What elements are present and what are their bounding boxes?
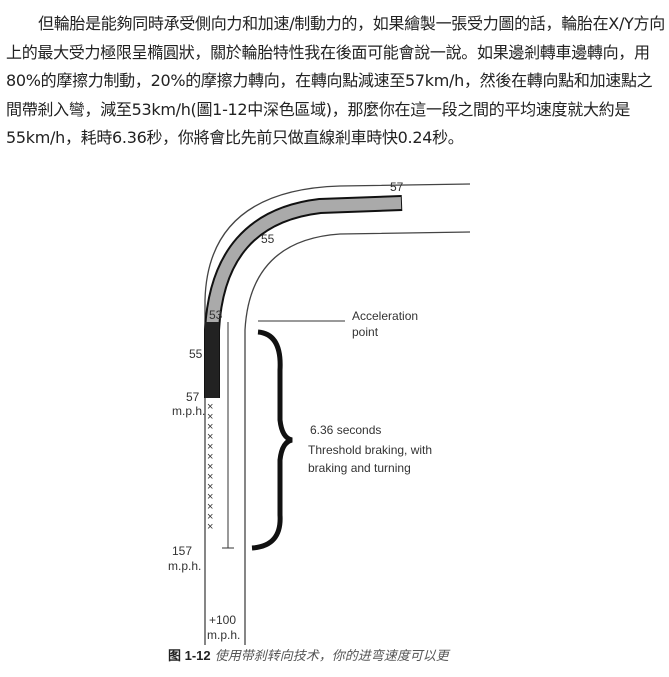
svg-text:×: ×	[207, 441, 213, 453]
svg-text:×: ×	[207, 431, 213, 443]
turn-band-grey	[206, 197, 402, 331]
road-inner-edge	[244, 231, 471, 645]
braking-turn-diagram: ××××××××××××× 57 55 53 55 57 m.p.h. 157 …	[168, 180, 471, 645]
svg-text:×: ×	[207, 521, 213, 533]
label-time: 6.36 seconds	[310, 423, 381, 437]
label-plus100: +100	[209, 613, 236, 627]
label-mph: m.p.h.	[207, 628, 240, 642]
svg-text:×: ×	[207, 401, 213, 413]
svg-text:×: ×	[207, 461, 213, 473]
svg-text:×: ×	[207, 511, 213, 523]
brace	[251, 329, 293, 551]
label-acceleration: Acceleration	[352, 309, 418, 323]
svg-text:×: ×	[207, 411, 213, 423]
label-53: 53	[209, 308, 223, 322]
label-point: point	[352, 325, 379, 339]
svg-text:×: ×	[207, 451, 213, 463]
label-55-curve: 55	[261, 232, 275, 246]
label-57-top: 57	[390, 180, 404, 194]
road-outer-edge	[204, 183, 471, 645]
braking-x-marks: ×××××××××××××	[207, 401, 213, 533]
label-mph: m.p.h.	[168, 559, 201, 573]
turn-band-outline	[204, 195, 403, 398]
label-desc2: braking and turning	[308, 461, 411, 475]
svg-text:×: ×	[207, 421, 213, 433]
svg-text:×: ×	[207, 491, 213, 503]
label-157: 157	[172, 544, 192, 558]
figure-caption: 图 1-12 使用带刹转向技术，你的进弯速度可以更	[168, 648, 449, 664]
svg-text:×: ×	[207, 501, 213, 513]
label-57: 57	[186, 390, 200, 404]
body-paragraph: 但輪胎是能夠同時承受側向力和加速/制動力的，如果繪製一張受力圖的話，輪胎在X/Y…	[6, 14, 665, 147]
label-mph: m.p.h.	[172, 404, 205, 418]
label-desc1: Threshold braking, with	[308, 443, 432, 457]
label-55: 55	[189, 347, 203, 361]
svg-text:×: ×	[207, 471, 213, 483]
svg-text:×: ×	[207, 481, 213, 493]
